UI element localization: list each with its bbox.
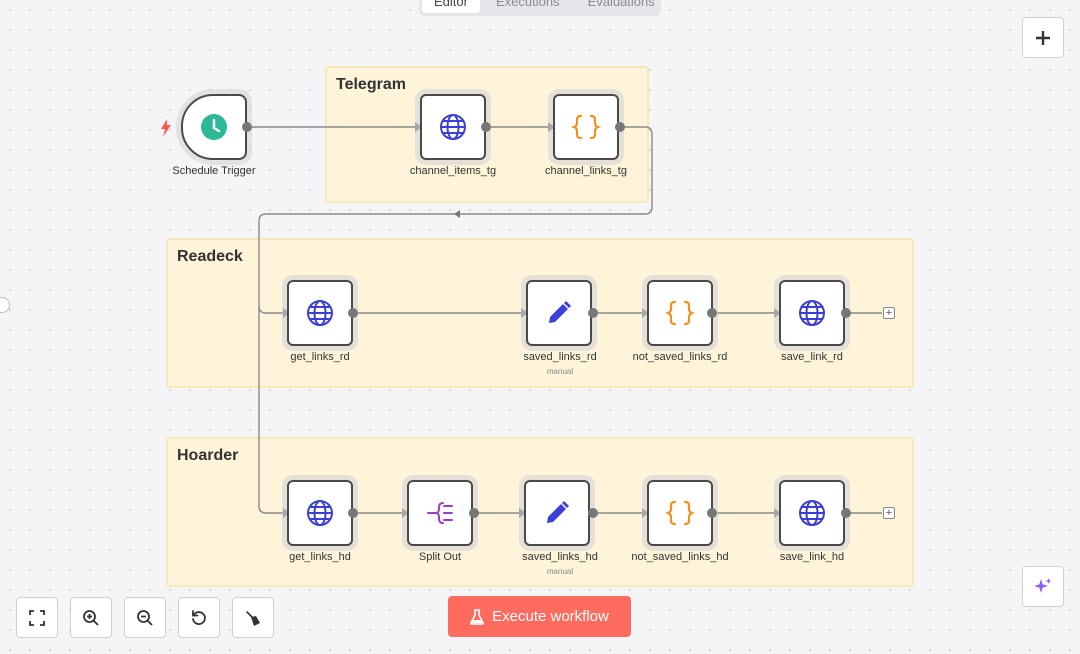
tidy-up-icon — [246, 610, 260, 626]
node-label: channel_links_tg — [545, 165, 627, 177]
node-label: save_link_hd — [779, 551, 845, 563]
trigger-bolt-icon — [161, 119, 171, 137]
node-schedule-trigger[interactable] — [181, 94, 247, 160]
view-tabs: Editor Executions Evaluations — [419, 0, 661, 16]
node-not-saved-links-hd[interactable] — [647, 480, 713, 546]
fit-view-button[interactable] — [16, 597, 58, 638]
globe-icon — [440, 114, 466, 140]
node-subtitle: manual — [546, 367, 574, 376]
tab-editor[interactable]: Editor — [422, 0, 480, 13]
flask-icon — [470, 608, 485, 625]
output-handle[interactable] — [588, 308, 598, 318]
zoom-in-icon — [83, 609, 99, 626]
node-label: Schedule Trigger — [172, 165, 256, 177]
globe-icon — [307, 500, 333, 526]
globe-icon — [307, 300, 333, 326]
output-handle[interactable] — [707, 508, 717, 518]
node-get-links-rd[interactable] — [287, 280, 353, 346]
tab-evaluations[interactable]: Evaluations — [587, 0, 655, 9]
plus-icon — [1036, 30, 1050, 45]
node-get-links-hd[interactable] — [287, 480, 353, 546]
output-handle[interactable] — [615, 122, 625, 132]
code-braces-icon — [665, 500, 695, 526]
node-subtitle: manual — [546, 567, 574, 576]
sticky-title: Telegram — [336, 76, 406, 93]
zoom-out-button[interactable] — [124, 597, 166, 638]
globe-icon — [799, 500, 825, 526]
reset-zoom-icon — [192, 609, 206, 625]
node-saved-links-rd[interactable] — [526, 280, 592, 346]
output-handle[interactable] — [348, 308, 358, 318]
globe-icon — [799, 300, 825, 326]
node-label: get_links_hd — [289, 551, 351, 563]
node-label: saved_links_hd — [522, 551, 598, 563]
node-label: get_links_rd — [290, 351, 350, 363]
node-save-link-rd[interactable] — [779, 280, 845, 346]
node-channel-links-tg[interactable] — [553, 94, 619, 160]
sparkle-icon — [1034, 577, 1052, 593]
execute-workflow-button[interactable]: Execute workflow — [448, 596, 631, 637]
sticky-title: Hoarder — [177, 447, 239, 464]
output-handle[interactable] — [469, 508, 479, 518]
reset-zoom-button[interactable] — [178, 597, 220, 638]
code-braces-icon — [571, 114, 601, 140]
output-handle[interactable] — [348, 508, 358, 518]
split-out-icon — [427, 502, 453, 524]
pencil-icon — [549, 301, 571, 323]
node-label: not_saved_links_hd — [631, 551, 729, 563]
node-label: saved_links_rd — [523, 351, 597, 363]
fit-view-icon — [29, 609, 45, 626]
tidy-up-button[interactable] — [232, 597, 274, 638]
ai-assistant-button[interactable] — [1022, 566, 1064, 607]
output-handle[interactable] — [588, 508, 598, 518]
output-handle[interactable] — [841, 508, 851, 518]
output-handle[interactable] — [242, 122, 252, 132]
add-next-node-button[interactable]: + — [883, 507, 895, 519]
node-split-out[interactable] — [407, 480, 473, 546]
add-next-node-button[interactable]: + — [883, 307, 895, 319]
tab-executions[interactable]: Executions — [495, 0, 560, 9]
node-not-saved-links-rd[interactable] — [647, 280, 713, 346]
clock-icon — [201, 114, 227, 140]
execute-label: Execute workflow — [492, 608, 609, 625]
code-braces-icon — [665, 300, 695, 326]
output-handle[interactable] — [481, 122, 491, 132]
node-label: channel_items_tg — [409, 165, 497, 177]
node-saved-links-hd[interactable] — [524, 480, 590, 546]
node-save-link-hd[interactable] — [779, 480, 845, 546]
zoom-out-icon — [137, 609, 153, 626]
node-channel-items-tg[interactable] — [420, 94, 486, 160]
pencil-icon — [547, 501, 569, 523]
sticky-title: Readeck — [177, 248, 243, 265]
node-label: save_link_rd — [781, 351, 843, 363]
node-label: Split Out — [418, 551, 462, 563]
output-handle[interactable] — [707, 308, 717, 318]
output-handle[interactable] — [841, 308, 851, 318]
zoom-in-button[interactable] — [70, 597, 112, 638]
node-label: not_saved_links_rd — [632, 351, 728, 363]
add-node-button[interactable] — [1022, 17, 1064, 58]
